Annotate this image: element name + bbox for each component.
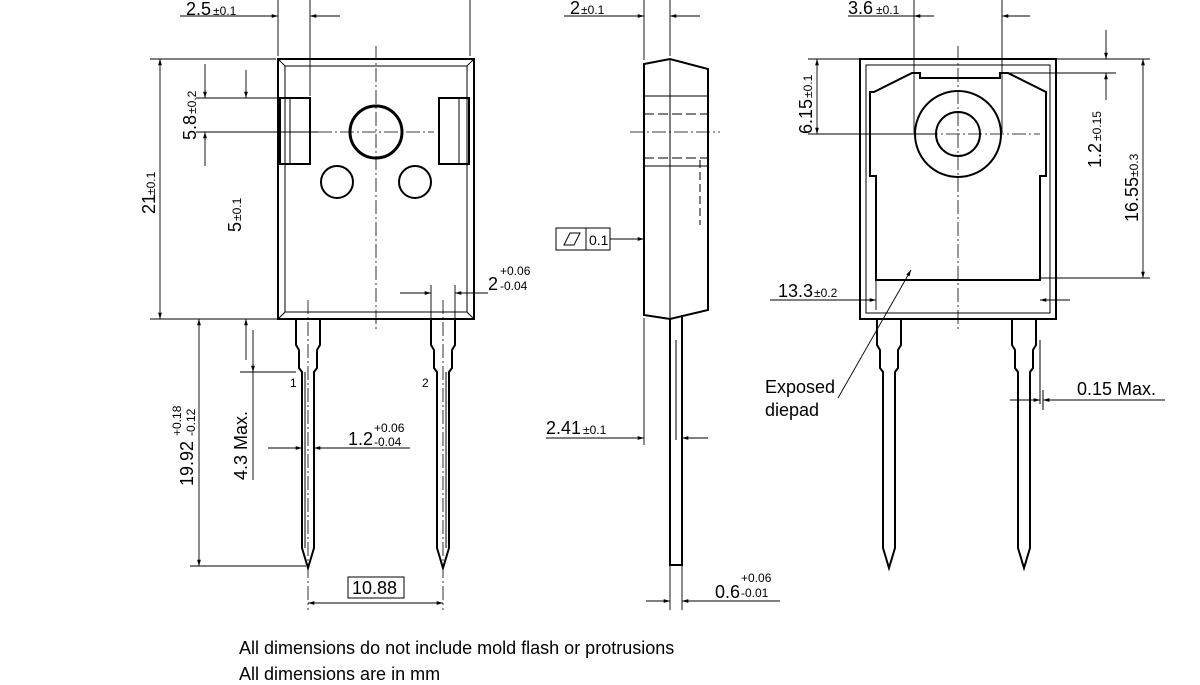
front-view	[277, 46, 475, 610]
dim-back-top-main: 3.6	[848, 0, 873, 18]
dim-pad-height-tol: ±0.3	[1127, 153, 1141, 177]
front-right-tab	[438, 97, 470, 165]
dim-lead-top-minus: -0.04	[500, 279, 528, 293]
flatness-value: 0.1	[589, 232, 609, 248]
dim-hole-tol: ±0.1	[230, 197, 244, 221]
dim-hole-center-tol: ±0.1	[801, 74, 815, 98]
back-lead-2	[1011, 319, 1037, 572]
back-dimensions	[770, 0, 1165, 402]
side-dimensions	[546, 0, 780, 610]
dim-front-top-main: 2.5	[186, 0, 211, 19]
dim-lead-top-plus: +0.06	[500, 264, 531, 278]
dim-lead-thk-plus: +0.06	[741, 571, 772, 585]
dim-lead-top-main: 2	[488, 274, 498, 294]
back-view	[859, 46, 1057, 572]
dim-pad-width-main: 13.3	[778, 281, 813, 301]
dim-side-top-main: 2	[570, 0, 580, 18]
dim-thickness-main: 2.41	[546, 418, 581, 438]
front-ejector-left	[320, 165, 354, 199]
dim-lead-thk-minus: -0.01	[741, 586, 769, 600]
dim-notch-tol: ±0.15	[1090, 111, 1104, 141]
pitch-basic-box	[347, 576, 405, 599]
exposed-label-line1: Exposed	[765, 377, 835, 397]
exposed-label-line2: diepad	[765, 400, 819, 420]
dim-notch-main: 1.2	[1085, 143, 1105, 168]
dim-lead-thk-main: 0.6	[715, 582, 740, 602]
front-ejector-right	[398, 165, 432, 199]
flatness-symbol-box	[555, 227, 587, 251]
note-line-1: All dimensions do not include mold flash…	[239, 638, 675, 658]
dim-lead-width-main: 1.2	[348, 429, 373, 449]
dim-hole-center-main: 6.15	[796, 99, 816, 134]
dim-body-main: 21	[139, 194, 159, 214]
dim-front-top-tol: ±0.1	[213, 4, 237, 18]
exposed-pad-outline	[869, 72, 1047, 281]
dim-pad-height-main: 16.55	[1122, 177, 1142, 222]
dim-pitch: 10.88	[352, 578, 397, 598]
front-left-tab	[279, 97, 311, 165]
dim-lead-length-plus: +0.18	[170, 405, 184, 436]
dim-tab-tol: ±0.2	[185, 90, 199, 114]
pin-2-label: 2	[422, 376, 429, 390]
dim-shoulder-max: 4.3 Max.	[231, 411, 251, 480]
dim-back-lead-max: 0.15 Max.	[1077, 379, 1156, 399]
dim-side-top-tol: ±0.1	[581, 3, 605, 17]
dim-lead-width-plus: +0.06	[374, 421, 405, 435]
side-view	[630, 57, 720, 566]
flatness-icon	[563, 232, 581, 246]
dim-lead-length-minus: -0.12	[184, 408, 198, 436]
dim-lead-width-minus: -0.04	[374, 435, 402, 449]
dim-back-top-tol: ±0.1	[876, 3, 900, 17]
dim-pad-width-tol: ±0.2	[814, 286, 838, 300]
front-dimensions	[150, 0, 488, 605]
dim-thickness-tol: ±0.1	[583, 423, 607, 437]
back-lead-1	[876, 319, 902, 572]
side-body-outline	[643, 57, 709, 321]
dim-body-tol: ±0.1	[144, 171, 158, 195]
pin-1-label: 1	[290, 376, 297, 390]
dim-hole-main: 5	[225, 222, 245, 232]
dim-lead-length-main: 19.92	[177, 441, 197, 486]
dim-tab-main: 5.8	[180, 115, 200, 140]
